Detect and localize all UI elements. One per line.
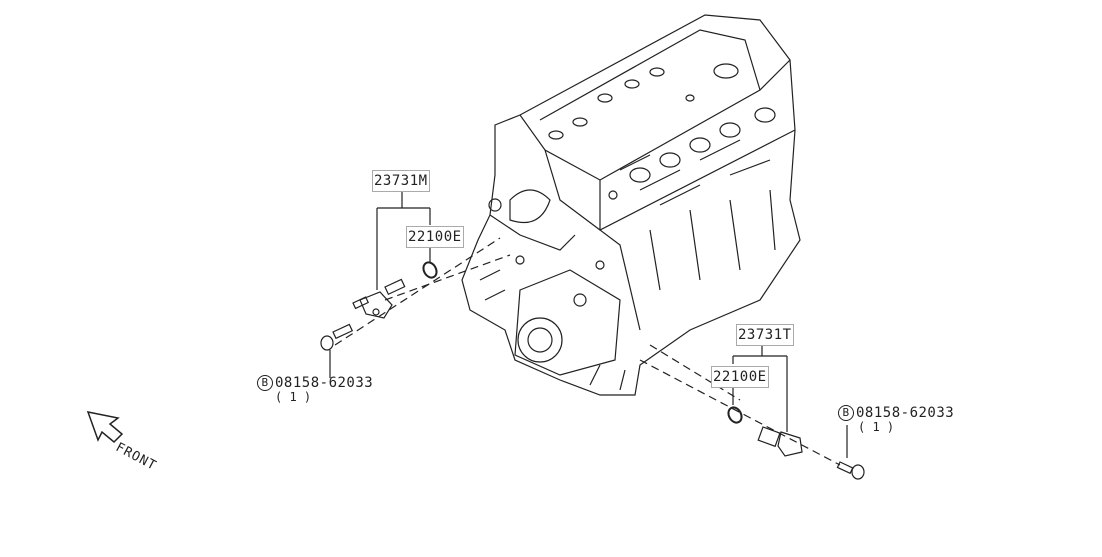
bolt-left-qty: ( 1 ) xyxy=(275,390,312,404)
left-sensor-assembly xyxy=(320,192,511,378)
bolt-right-qty: ( 1 ) xyxy=(858,420,895,434)
bolt-marker-icon: B xyxy=(838,405,854,421)
part-label-23731t[interactable]: 23731T xyxy=(736,324,794,346)
part-label-22100e-left[interactable]: 22100E xyxy=(406,226,464,248)
front-arrow-icon xyxy=(86,411,124,444)
part-label-23731m[interactable]: 23731M xyxy=(372,170,430,192)
right-sensor-assembly xyxy=(639,344,865,480)
bolt-marker-icon: B xyxy=(257,375,273,391)
engine-block xyxy=(461,14,801,396)
part-label-22100e-right[interactable]: 22100E xyxy=(711,366,769,388)
bolt-right-number: 08158-62033 xyxy=(856,405,955,421)
bolt-left-number: 08158-62033 xyxy=(275,375,374,391)
